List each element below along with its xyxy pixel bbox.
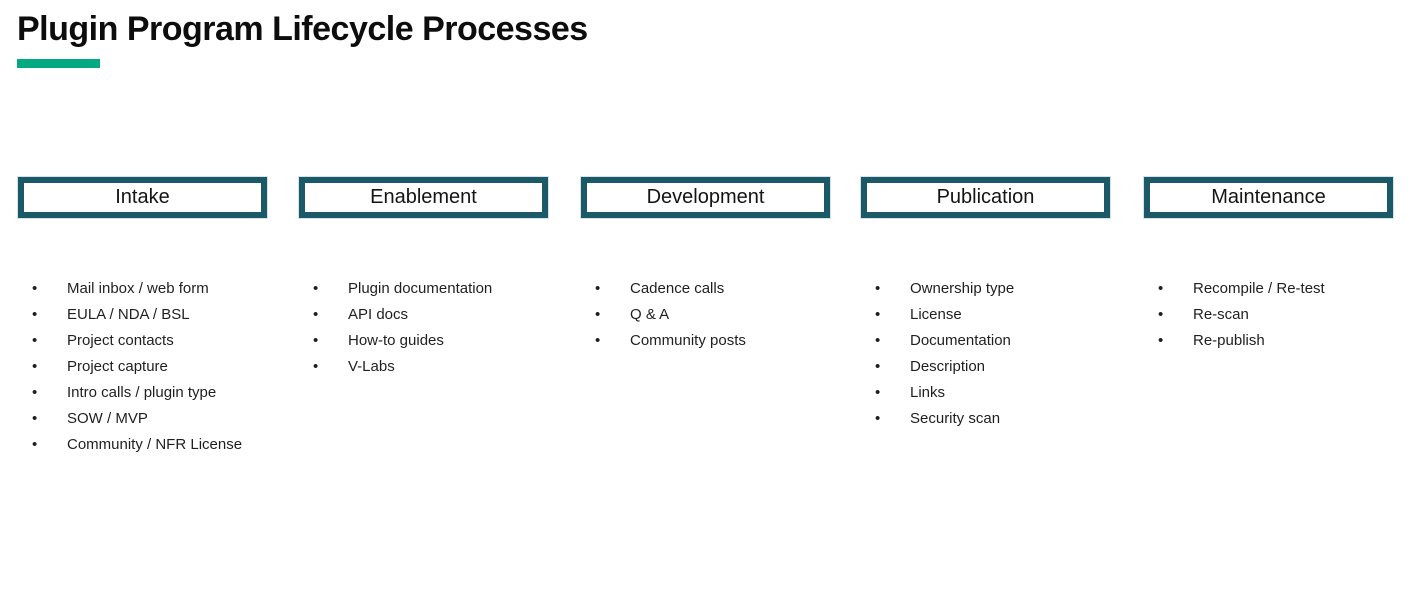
list-item: • Description [861, 354, 1111, 380]
list-item: • Documentation [861, 328, 1111, 354]
list-item: • Cadence calls [581, 276, 831, 302]
stage-item-list: • Recompile / Re-test • Re-scan • Re-publish [1144, 276, 1394, 354]
stage-header-label: Enablement [370, 186, 477, 208]
stage-item-list: • Ownership type • License • Documentation • De… [861, 276, 1111, 432]
stage-item-list: • Cadence calls • Q & A • Community posts [581, 276, 831, 354]
stage-column-intake: Intake • Mail inbox / web form • EULA / NDA … [18, 177, 268, 458]
page-title: Plugin Program Lifecycle Processes [17, 10, 588, 48]
bullet-icon: • [1158, 306, 1164, 323]
list-item-label: Intro calls / plugin type [67, 384, 217, 401]
list-item-label: Cadence calls [630, 280, 725, 297]
bullet-icon: • [32, 410, 38, 427]
stage-header-box: Intake [18, 177, 267, 218]
stage-item-list: • Plugin documentation • API docs • How-to gu… [299, 276, 549, 380]
list-item: • Intro calls / plugin type [18, 380, 268, 406]
list-item-label: License [910, 306, 962, 323]
bullet-icon: • [875, 332, 881, 349]
list-item: • Community / NFR License [18, 432, 268, 458]
list-item: • Project contacts [18, 328, 268, 354]
bullet-icon: • [1158, 280, 1164, 297]
list-item-label: How-to guides [348, 332, 444, 349]
stage-header-label: Development [646, 186, 765, 208]
title-accent-bar [17, 59, 100, 68]
bullet-icon: • [1158, 332, 1164, 349]
list-item-label: Project capture [67, 358, 168, 375]
list-item-label: Documentation [910, 332, 1011, 349]
stage-column-enablement: Enablement • Plugin documentation • API docs… [299, 177, 549, 380]
list-item-label: Re-publish [1193, 332, 1265, 349]
list-item-label: Links [910, 384, 946, 401]
bullet-icon: • [875, 410, 881, 427]
list-item-label: SOW / MVP [67, 410, 148, 427]
stage-header-box: Publication [861, 177, 1110, 218]
list-item: • Ownership type [861, 276, 1111, 302]
stage-column-publication: Publication • Ownership type • License • Docum… [861, 177, 1111, 432]
list-item-label: API docs [348, 306, 409, 323]
list-item-label: Q & A [630, 306, 670, 323]
list-item: • Project capture [18, 354, 268, 380]
stage-column-maintenance: Maintenance•Recompile / Re-test•Re-scan•… [1144, 177, 1394, 354]
list-item-label: Ownership type [910, 280, 1015, 297]
stage-header-label: Maintenance [1211, 186, 1326, 208]
bullet-icon: • [32, 358, 38, 375]
list-item: • License [861, 302, 1111, 328]
list-item: • Q & A [581, 302, 831, 328]
stage-header-label: Publication [936, 186, 1035, 208]
stage-item-list: •Mail inbox / web form•EULA / NDA / BSL•… [18, 276, 268, 458]
bullet-icon: • [875, 280, 881, 297]
list-item-label: Community posts [630, 332, 746, 349]
stage-header-box: Enablement [299, 177, 548, 218]
bullet-icon: • [32, 306, 38, 323]
list-item-label: EULA / NDA / BSL [67, 306, 190, 323]
list-item: • Re-publish [1144, 328, 1394, 354]
list-item: • Community posts [581, 328, 831, 354]
bullet-icon: • [32, 436, 38, 453]
stage-header-label: Intake [115, 186, 170, 208]
bullet-icon: • [32, 384, 38, 401]
list-item-label: V-Labs [348, 358, 395, 375]
stage-header-box: Development [581, 177, 830, 218]
list-item-label: Mail inbox / web form [67, 280, 209, 297]
list-item: • Plugin documentation [299, 276, 549, 302]
bullet-icon: • [313, 306, 319, 323]
list-item: • V-Labs [299, 354, 549, 380]
stage-header-box: Maintenance [1144, 177, 1393, 218]
list-item: • Security scan [861, 406, 1111, 432]
stage-column-development: Development • Cadence calls • Q & A • Communit… [581, 177, 831, 354]
list-item-label: Recompile / Re-test [1193, 280, 1325, 297]
list-item: • How-to guides [299, 328, 549, 354]
list-item: • Links [861, 380, 1111, 406]
list-item: • API docs [299, 302, 549, 328]
bullet-icon: • [875, 358, 881, 375]
list-item-label: Plugin documentation [348, 280, 493, 297]
bullet-icon: • [32, 280, 38, 297]
bullet-icon: • [595, 332, 601, 349]
bullet-icon: • [875, 384, 881, 401]
list-item: • SOW / MVP [18, 406, 268, 432]
bullet-icon: • [875, 306, 881, 323]
bullet-icon: • [595, 280, 601, 297]
list-item: • Mail inbox / web form [18, 276, 268, 302]
list-item: • Re-scan [1144, 302, 1394, 328]
list-item-label: Re-scan [1193, 306, 1249, 323]
bullet-icon: • [313, 358, 319, 375]
bullet-icon: • [313, 280, 319, 297]
list-item-label: Project contacts [67, 332, 174, 349]
list-item: • EULA / NDA / BSL [18, 302, 268, 328]
bullet-icon: • [595, 306, 601, 323]
list-item-label: Security scan [910, 410, 1001, 427]
list-item-label: Description [910, 358, 986, 375]
list-item-label: Community / NFR License [67, 436, 243, 453]
bullet-icon: • [32, 332, 38, 349]
list-item: • Recompile / Re-test [1144, 276, 1394, 302]
bullet-icon: • [313, 332, 319, 349]
